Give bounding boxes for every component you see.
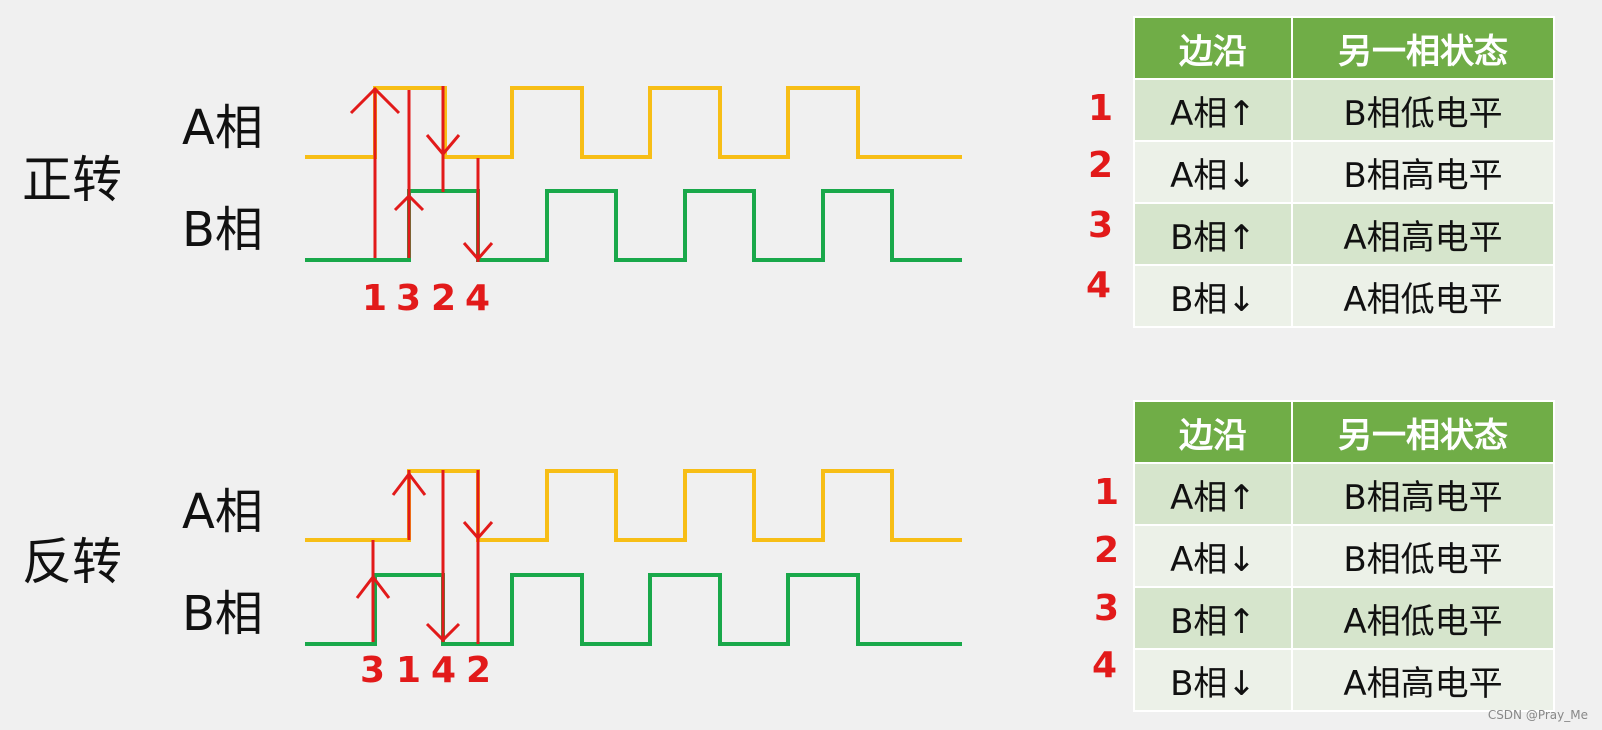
edge-cell: B相↑ — [1133, 202, 1293, 266]
reverse-edge-markers — [355, 470, 494, 644]
forward-phase-a-wave — [305, 86, 962, 159]
header-other-phase-state: 另一相状态 — [1291, 16, 1555, 80]
state-cell: B相高电平 — [1291, 140, 1555, 204]
header-edge: 边沿 — [1133, 400, 1293, 464]
reverse-edge-label-1: 3 — [360, 650, 386, 691]
forward-phase-a-label: A相 — [182, 100, 263, 156]
reverse-row-idx-2: 2 — [1094, 530, 1120, 571]
state-cell: A相高电平 — [1291, 648, 1555, 712]
edge-cell: A相↓ — [1133, 140, 1293, 204]
reverse-edge-label-3: 4 — [431, 650, 457, 691]
state-cell: A相低电平 — [1291, 264, 1555, 328]
table-row: A相↑ B相高电平 — [1133, 462, 1555, 526]
reverse-phase-b-label: B相 — [182, 586, 263, 642]
edge-cell: A相↑ — [1133, 78, 1293, 142]
edge-cell: B相↓ — [1133, 648, 1293, 712]
table-row: B相↑ A相高电平 — [1133, 202, 1555, 266]
edge-cell: B相↑ — [1133, 586, 1293, 650]
forward-row-idx-4: 4 — [1086, 265, 1112, 306]
forward-edge-label-1: 1 — [362, 278, 388, 319]
state-cell: A相高电平 — [1291, 202, 1555, 266]
table-row: B相↓ A相高电平 — [1133, 648, 1555, 712]
table-row: A相↑ B相低电平 — [1133, 78, 1555, 142]
forward-edge-label-4: 4 — [465, 278, 491, 319]
edge-cell: B相↓ — [1133, 264, 1293, 328]
forward-edge-table: 边沿 另一相状态 A相↑ B相低电平 A相↓ B相高电平 B相↑ A相高电平 B… — [1133, 16, 1555, 328]
header-other-phase-state: 另一相状态 — [1291, 400, 1555, 464]
forward-edge-label-3: 2 — [431, 278, 457, 319]
table-header-row: 边沿 另一相状态 — [1133, 16, 1555, 80]
reverse-row-idx-3: 3 — [1094, 588, 1120, 629]
state-cell: B相低电平 — [1291, 78, 1555, 142]
reverse-phase-a-wave — [305, 469, 962, 542]
forward-edge-markers — [349, 86, 494, 262]
forward-phase-b-wave — [305, 189, 962, 262]
reverse-edge-label-2: 1 — [396, 650, 422, 691]
forward-row-idx-2: 2 — [1088, 145, 1114, 186]
state-cell: B相低电平 — [1291, 524, 1555, 588]
table-row: B相↓ A相低电平 — [1133, 264, 1555, 328]
forward-row-idx-1: 1 — [1088, 88, 1114, 129]
reverse-row-idx-4: 4 — [1092, 645, 1118, 686]
header-edge: 边沿 — [1133, 16, 1293, 80]
edge-cell: A相↓ — [1133, 524, 1293, 588]
forward-row-idx-3: 3 — [1088, 205, 1114, 246]
reverse-edge-label-4: 2 — [466, 650, 492, 691]
reverse-phase-b-wave — [305, 573, 962, 646]
state-cell: A相低电平 — [1291, 586, 1555, 650]
reverse-phase-a-label: A相 — [182, 484, 263, 540]
reverse-row-idx-1: 1 — [1094, 472, 1120, 513]
table-row: B相↑ A相低电平 — [1133, 586, 1555, 650]
reverse-edge-table: 边沿 另一相状态 A相↑ B相高电平 A相↓ B相低电平 B相↑ A相低电平 B… — [1133, 400, 1555, 712]
state-cell: B相高电平 — [1291, 462, 1555, 526]
watermark: CSDN @Pray_Me — [1487, 708, 1588, 722]
edge-cell: A相↑ — [1133, 462, 1293, 526]
table-row: A相↓ B相低电平 — [1133, 524, 1555, 588]
table-header-row: 边沿 另一相状态 — [1133, 400, 1555, 464]
forward-title: 正转 — [22, 151, 122, 209]
forward-phase-b-label: B相 — [182, 202, 263, 258]
reverse-title: 反转 — [22, 533, 122, 591]
table-row: A相↓ B相高电平 — [1133, 140, 1555, 204]
forward-edge-label-2: 3 — [396, 278, 422, 319]
